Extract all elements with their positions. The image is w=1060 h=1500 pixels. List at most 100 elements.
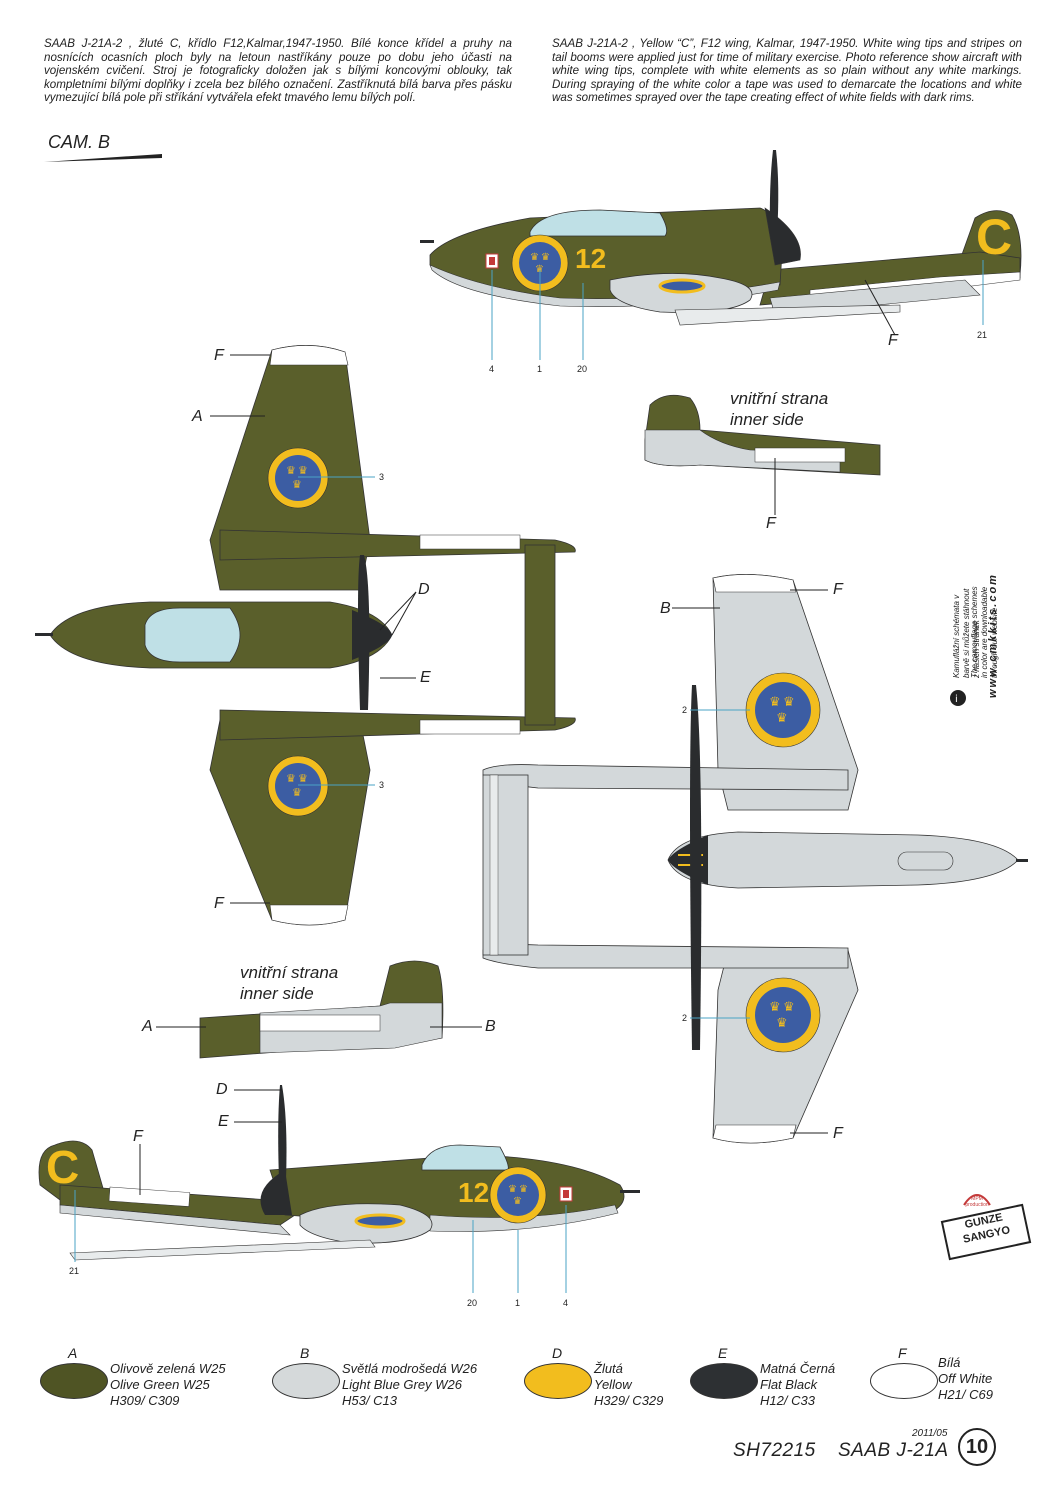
legend-A-letter: A — [68, 1345, 78, 1361]
legend-D-letter: D — [552, 1345, 563, 1361]
svg-text:♛: ♛ — [530, 252, 539, 263]
callout-num-20-top: 20 — [577, 364, 588, 374]
legend-E-line-1: Matná Černá — [760, 1361, 836, 1376]
svg-text:♛: ♛ — [298, 464, 308, 477]
side-view-bottom: ♛ ♛ ♛ — [38, 1085, 640, 1261]
legend-D-line-2: Yellow — [594, 1377, 632, 1392]
fuselage-number-top: 12 — [575, 243, 607, 274]
callout-num-3-plan-upper: 3 — [379, 472, 385, 482]
mpm-logo-text: MPM production — [965, 1196, 989, 1208]
callout-num-20-bottom: 20 — [467, 1298, 478, 1308]
legend-F-letter: F — [898, 1345, 907, 1361]
svg-text:♛: ♛ — [535, 264, 544, 275]
callout-num-1-top: 1 — [537, 364, 543, 374]
legend-D: D Žlutá Yellow H329/ C329 — [524, 1345, 694, 1408]
callout-F-inner-right: F — [766, 515, 776, 532]
legend-E: E Matná Černá Flat Black H12/ C33 — [690, 1345, 860, 1408]
legend-B-letter: B — [300, 1345, 310, 1361]
svg-text:♛: ♛ — [783, 695, 795, 710]
svg-text:i: i — [955, 694, 958, 705]
svg-text:♛: ♛ — [783, 1000, 795, 1015]
svg-text:♛: ♛ — [769, 1000, 781, 1015]
callout-F-plan-top-1: F — [214, 347, 224, 364]
legend-F-line-3: H21/ C69 — [938, 1387, 993, 1402]
svg-text:♛: ♛ — [776, 711, 788, 726]
inner-side-label-right: vnitřní strana inner side — [730, 388, 828, 430]
callout-num-2-plan-upper: 2 — [682, 705, 688, 715]
callout-D-plan-top: D — [418, 581, 430, 598]
inner-side-english-right: inner side — [730, 410, 804, 429]
svg-text:♛: ♛ — [519, 1184, 528, 1195]
info-icon: i — [950, 690, 966, 706]
plan-view-bottom: ♛ ♛ ♛ ♛ ♛ ♛ — [482, 574, 1028, 1144]
inner-side-czech-left: vnitřní strana — [240, 963, 339, 982]
legend-D-line-1: Žlutá — [594, 1361, 623, 1376]
scheme-label-underline — [44, 154, 162, 162]
legend-B-line-3: H53/ C13 — [342, 1393, 397, 1408]
inner-side-label-left: vnitřní strana inner side — [240, 962, 338, 1004]
legend-F: F Bílá Off White H21/ C69 — [870, 1345, 1020, 1402]
svg-text:♛: ♛ — [292, 786, 302, 799]
legend-F-text: Bílá Off White H21/ C69 — [938, 1355, 1018, 1403]
callout-num-3-plan-lower: 3 — [379, 780, 385, 790]
scheme-label: CAM. B — [44, 132, 162, 166]
legend-B-line-1: Světlá modrošedá W26 — [342, 1361, 478, 1376]
callout-B-inner-left: B — [485, 1018, 496, 1035]
legend-E-line-2: Flat Black — [760, 1377, 818, 1392]
callout-F-plan-top-2: F — [214, 895, 224, 912]
inner-side-boom-right — [644, 394, 881, 476]
legend-A-line-2: Olive Green W25 — [110, 1377, 210, 1392]
legend-F-line-2: Off White — [938, 1371, 993, 1386]
tail-code-bottom: C — [46, 1141, 80, 1193]
legend-A-text: Olivově zelená W25 Olive Green W25 H309/… — [110, 1361, 270, 1409]
fuselage-number-bottom: 12 — [458, 1177, 490, 1208]
legend-B-line-2: Light Blue Grey W26 — [342, 1377, 462, 1392]
mpm-logo: MPM production — [960, 1185, 994, 1209]
legend-E-letter: E — [718, 1345, 728, 1361]
legend-F-line-1: Bílá — [938, 1355, 961, 1370]
callout-A-plan-top: A — [192, 408, 203, 425]
svg-text:♛: ♛ — [513, 1196, 522, 1207]
callout-E-plan-top: E — [420, 669, 431, 686]
footer-code: SH72215 — [733, 1440, 816, 1461]
callout-num-4-bottom: 4 — [563, 1298, 569, 1308]
legend-B-swatch — [272, 1363, 340, 1399]
legend-B-text: Světlá modrošedá W26 Light Blue Grey W26… — [342, 1361, 512, 1409]
callout-F-side-top: F — [888, 332, 898, 349]
plan-view-top: ♛ ♛ ♛ ♛ ♛ ♛ — [35, 345, 576, 926]
scheme-label-text: CAM. B — [48, 132, 111, 152]
footer-date: 2011/05 — [912, 1428, 948, 1439]
inner-side-czech-right: vnitřní strana — [730, 389, 829, 408]
legend-E-text: Matná Černá Flat Black H12/ C33 — [760, 1361, 860, 1409]
callout-num-1-bottom: 1 — [515, 1298, 521, 1308]
inner-side-english-left: inner side — [240, 984, 314, 1003]
legend-E-swatch — [690, 1363, 758, 1399]
legend-E-line-3: H12/ C33 — [760, 1393, 815, 1408]
description-english: SAAB J-21A-2 , Yellow “C”, F12 wing, Kal… — [552, 37, 1022, 105]
tail-code-top: C — [976, 209, 1013, 265]
svg-text:♛: ♛ — [298, 772, 308, 785]
callout-num-2-plan-lower: 2 — [682, 1013, 688, 1023]
legend-A-line-3: H309/ C309 — [110, 1393, 180, 1408]
legend-A: A Olivově zelená W25 Olive Green W25 H30… — [40, 1345, 270, 1408]
callout-F-plan-bottom-2: F — [833, 1125, 843, 1142]
callout-num-21-top: 21 — [977, 330, 988, 340]
legend-F-swatch — [870, 1363, 938, 1399]
svg-text:♛: ♛ — [286, 464, 296, 477]
callout-F-plan-bottom-1: F — [833, 581, 843, 598]
legend-D-swatch — [524, 1363, 592, 1399]
svg-text:♛: ♛ — [769, 695, 781, 710]
svg-text:♛: ♛ — [776, 1016, 788, 1031]
legend-A-swatch — [40, 1363, 108, 1399]
inner-side-boom-left — [199, 960, 444, 1059]
legend-D-text: Žlutá Yellow H329/ C329 — [594, 1361, 694, 1409]
callout-E-side-bottom: E — [218, 1113, 229, 1130]
legend-A-line-1: Olivově zelená W25 — [110, 1361, 226, 1376]
callout-num-4-top: 4 — [489, 364, 495, 374]
